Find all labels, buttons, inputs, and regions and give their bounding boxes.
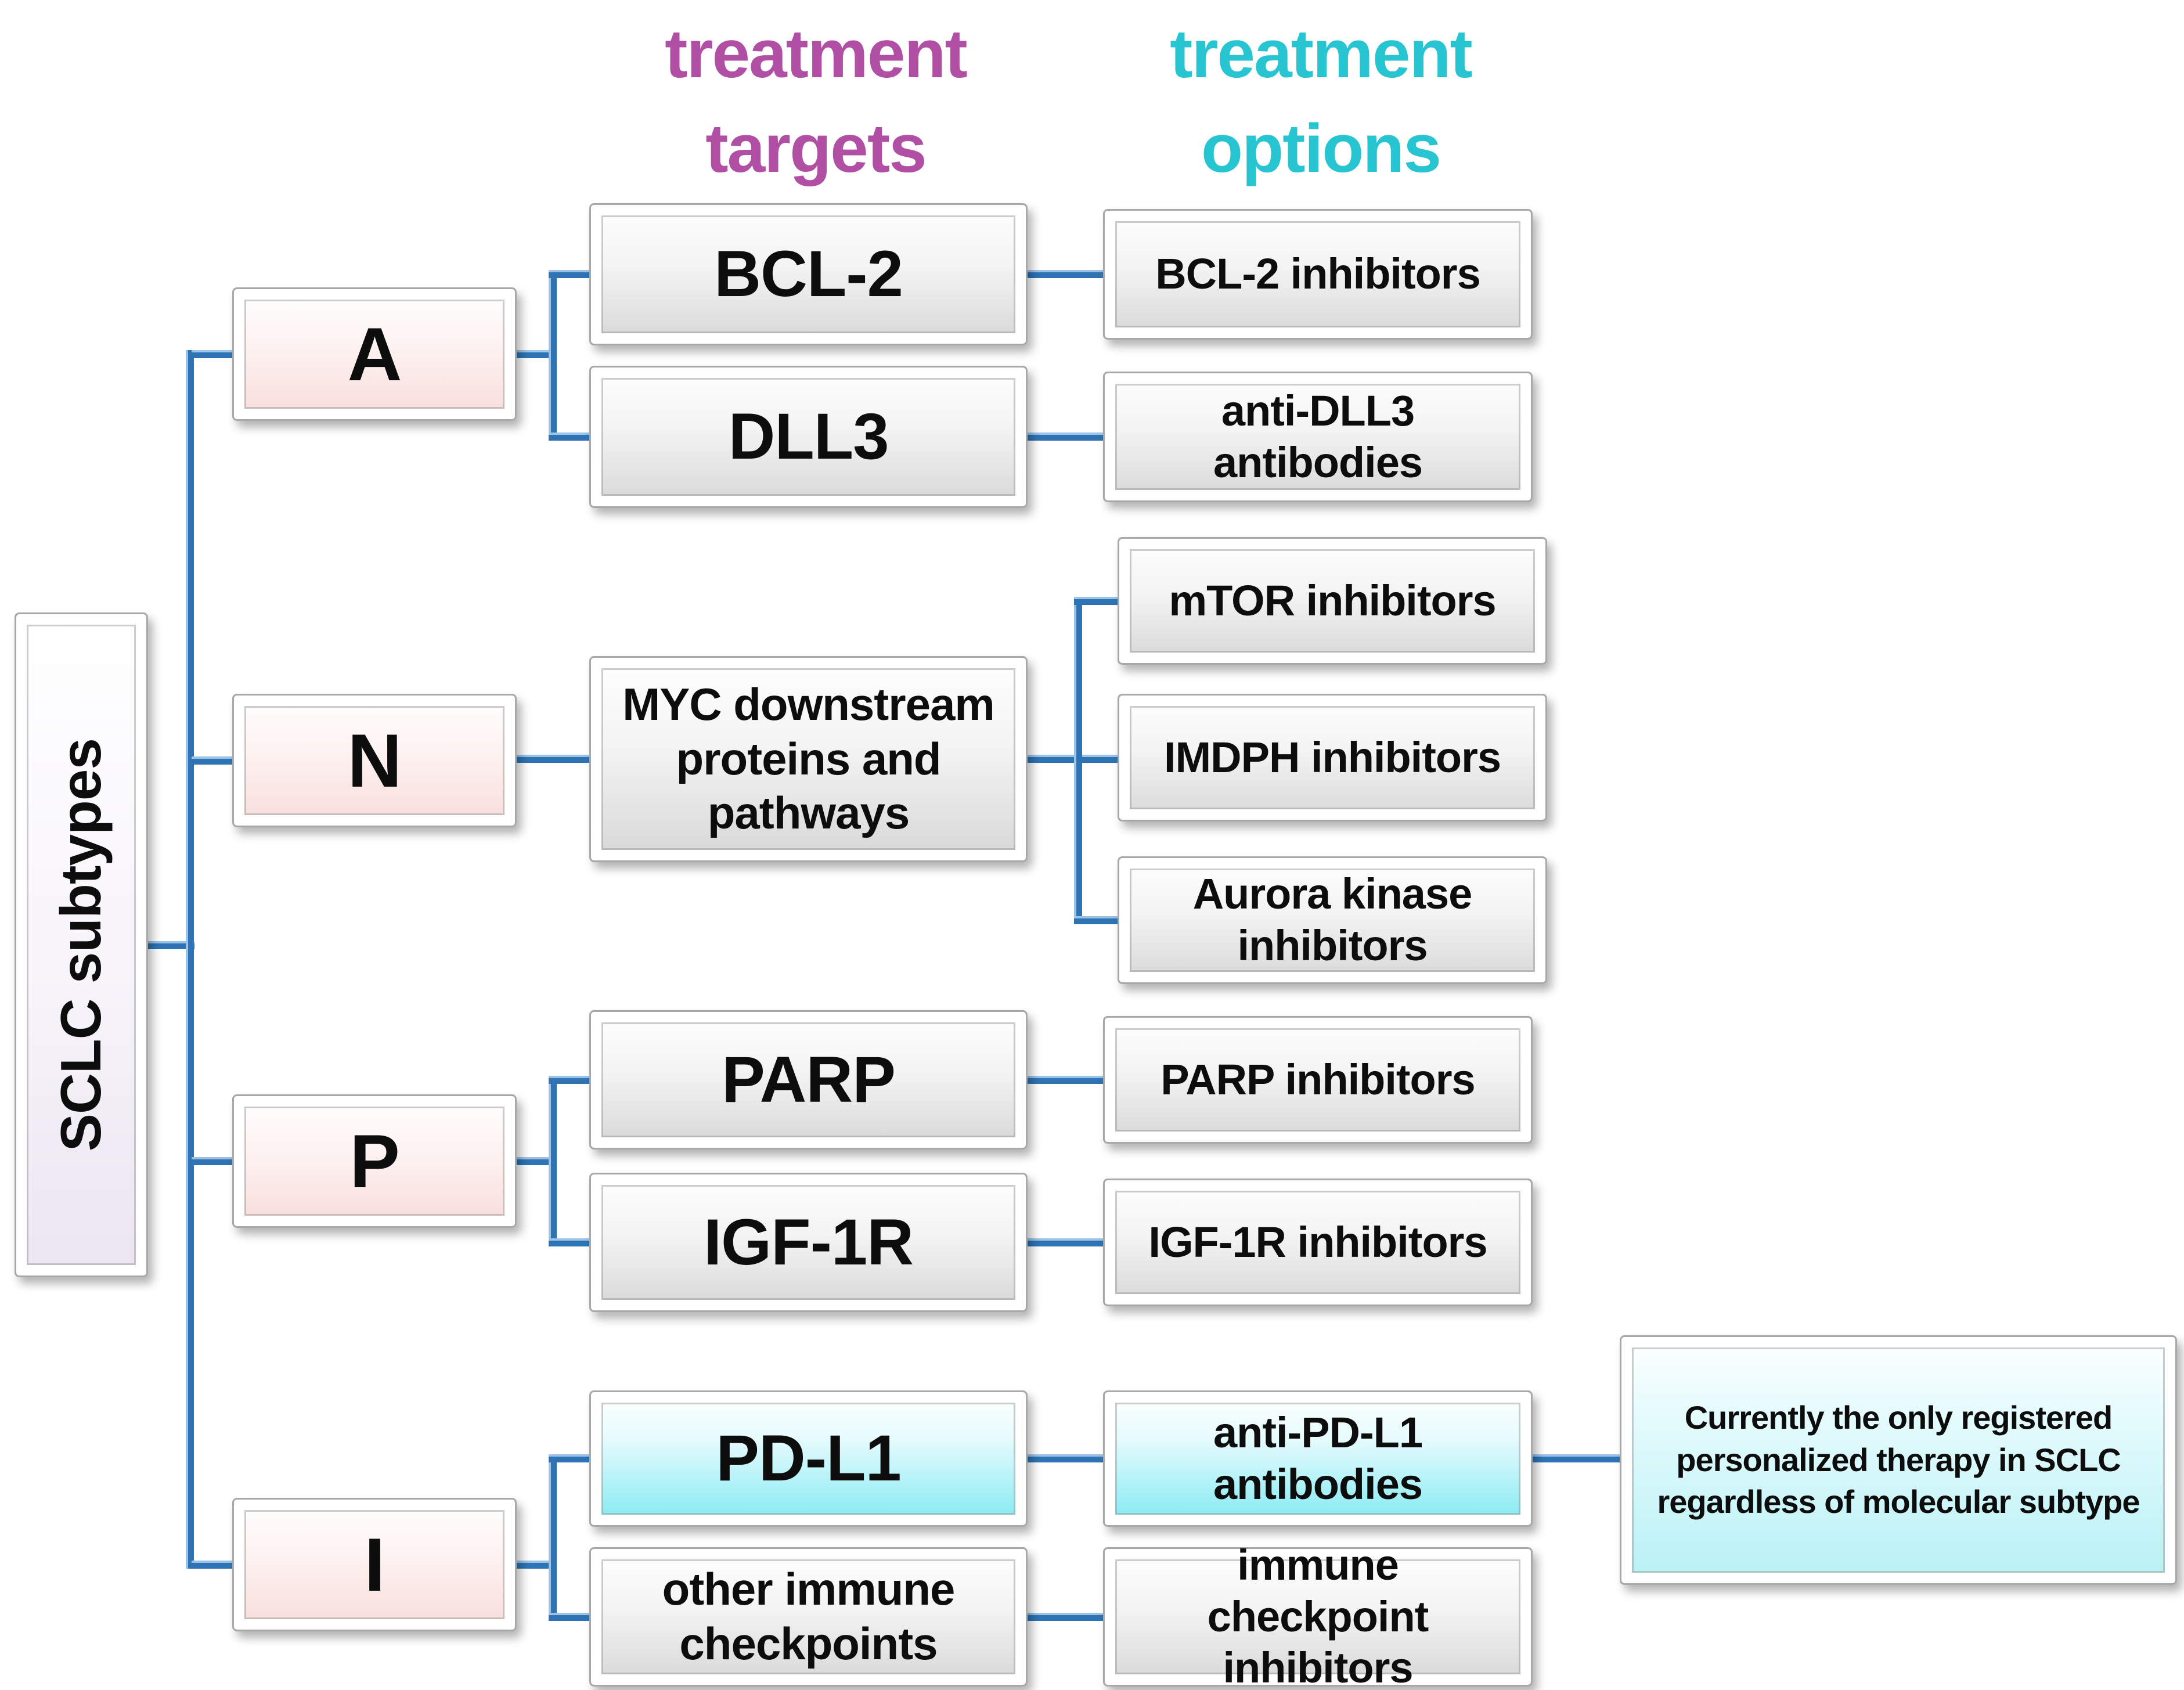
- connector-p-to-igf1r: [549, 1238, 595, 1246]
- connector-trunk-to-p: [192, 1157, 238, 1165]
- connector-i-to-other: [549, 1613, 595, 1621]
- target-label: BCL-2: [714, 237, 903, 311]
- connector-parp-to-option: [1025, 1076, 1109, 1084]
- column-header-treatment-targets: treatment targets: [572, 7, 1059, 196]
- option-label: BCL-2 inhibitors: [1155, 250, 1481, 298]
- connector-igf1r-to-option: [1025, 1238, 1109, 1246]
- option-box-igf1r-inhibitors: IGF-1R inhibitors: [1103, 1179, 1533, 1306]
- connector-i-stub: [514, 1561, 557, 1569]
- connector-trunk-to-n: [192, 756, 238, 765]
- option-box-anti-dll3-antibodies: anti-DLL3 antibodies: [1103, 372, 1533, 502]
- subtype-label-i: I: [364, 1522, 385, 1607]
- option-label: IMDPH inhibitors: [1163, 733, 1501, 781]
- target-label: DLL3: [728, 400, 889, 473]
- target-label: other immune checkpoints: [662, 1563, 956, 1669]
- subtype-label-a: A: [347, 312, 402, 397]
- subtype-box-i: I: [232, 1498, 517, 1631]
- connector-a-elbow: [549, 270, 557, 441]
- option-box-mtor-inhibitors: mTOR inhibitors: [1118, 537, 1547, 665]
- subtype-box-a: A: [232, 287, 517, 421]
- target-box-igf1r: IGF-1R: [589, 1173, 1028, 1312]
- connector-bcl2-to-option: [1025, 270, 1109, 278]
- target-label: PARP: [722, 1043, 896, 1116]
- connector-trunk: [186, 350, 194, 1569]
- header-line-1: treatment: [1170, 16, 1473, 92]
- option-label: anti-PD-L1 antibodies: [1213, 1408, 1423, 1508]
- connector-p-to-parp: [549, 1076, 595, 1084]
- connector-p-stub: [514, 1157, 557, 1165]
- subtype-box-n: N: [232, 694, 517, 827]
- connector-a-stub: [514, 350, 557, 358]
- option-label: Aurora kinase inhibitors: [1192, 870, 1473, 970]
- option-box-imdph-inhibitors: IMDPH inhibitors: [1118, 694, 1547, 821]
- connector-pdl1-to-option: [1025, 1454, 1109, 1462]
- option-label: mTOR inhibitors: [1169, 576, 1496, 625]
- connector-i-elbow: [549, 1454, 557, 1621]
- target-box-other-immune-checkpoints: other immune checkpoints: [589, 1547, 1028, 1687]
- subtype-label-p: P: [349, 1119, 400, 1203]
- connector-trunk-to-i: [192, 1561, 238, 1569]
- connector-to-mtor: [1074, 597, 1123, 605]
- column-header-treatment-options: treatment options: [1077, 7, 1565, 196]
- root-label: SCLC subtypes: [49, 738, 113, 1152]
- option-label: PARP inhibitors: [1161, 1055, 1475, 1104]
- option-box-parp-inhibitors: PARP inhibitors: [1103, 1016, 1533, 1144]
- option-label: immune checkpoint inhibitors: [1207, 1540, 1429, 1690]
- target-label: PD-L1: [716, 1422, 902, 1495]
- option-box-aurora-kinase-inhibitors: Aurora kinase inhibitors: [1118, 856, 1547, 984]
- connector-antipdl1-to-note: [1530, 1454, 1626, 1462]
- connector-p-elbow: [549, 1076, 557, 1246]
- option-box-anti-pdl1-antibodies: anti-PD-L1 antibodies: [1103, 1390, 1533, 1527]
- target-box-bcl2: BCL-2: [589, 203, 1028, 345]
- header-line-2: targets: [705, 110, 927, 187]
- option-box-bcl2-inhibitors: BCL-2 inhibitors: [1103, 209, 1533, 340]
- connector-a-to-bcl2: [549, 270, 595, 278]
- option-label: IGF-1R inhibitors: [1148, 1217, 1487, 1266]
- connector-n-options-elbow: [1074, 597, 1082, 924]
- connector-trunk-to-a: [192, 350, 238, 358]
- option-label: anti-DLL3 antibodies: [1213, 386, 1423, 487]
- header-line-2: options: [1201, 110, 1441, 187]
- connector-a-to-dll3: [549, 433, 595, 441]
- target-box-myc-downstream: MYC downstream proteins and pathways: [589, 656, 1028, 862]
- connector-n-to-myc: [514, 755, 595, 763]
- subtype-label-n: N: [347, 718, 402, 803]
- target-box-dll3: DLL3: [589, 366, 1028, 508]
- target-label: IGF-1R: [703, 1205, 914, 1278]
- note-box: Currently the only registered personaliz…: [1620, 1335, 2177, 1585]
- option-box-immune-checkpoint-inhibitors: immune checkpoint inhibitors: [1103, 1541, 1533, 1690]
- target-box-parp: PARP: [589, 1010, 1028, 1150]
- connector-dll3-to-option: [1025, 433, 1109, 441]
- header-line-1: treatment: [665, 16, 968, 92]
- connector-root-to-trunk: [148, 941, 194, 949]
- note-text: Currently the only registered personaliz…: [1657, 1399, 2140, 1520]
- target-label: MYC downstream proteins and pathways: [622, 679, 994, 839]
- subtype-box-p: P: [232, 1094, 517, 1228]
- target-box-pdl1: PD-L1: [589, 1390, 1028, 1527]
- connector-i-to-pdl1: [549, 1454, 595, 1462]
- connector-other-to-option: [1025, 1613, 1109, 1621]
- connector-to-aurora: [1074, 916, 1123, 924]
- root-box-sclc-subtypes: SCLC subtypes: [15, 612, 148, 1277]
